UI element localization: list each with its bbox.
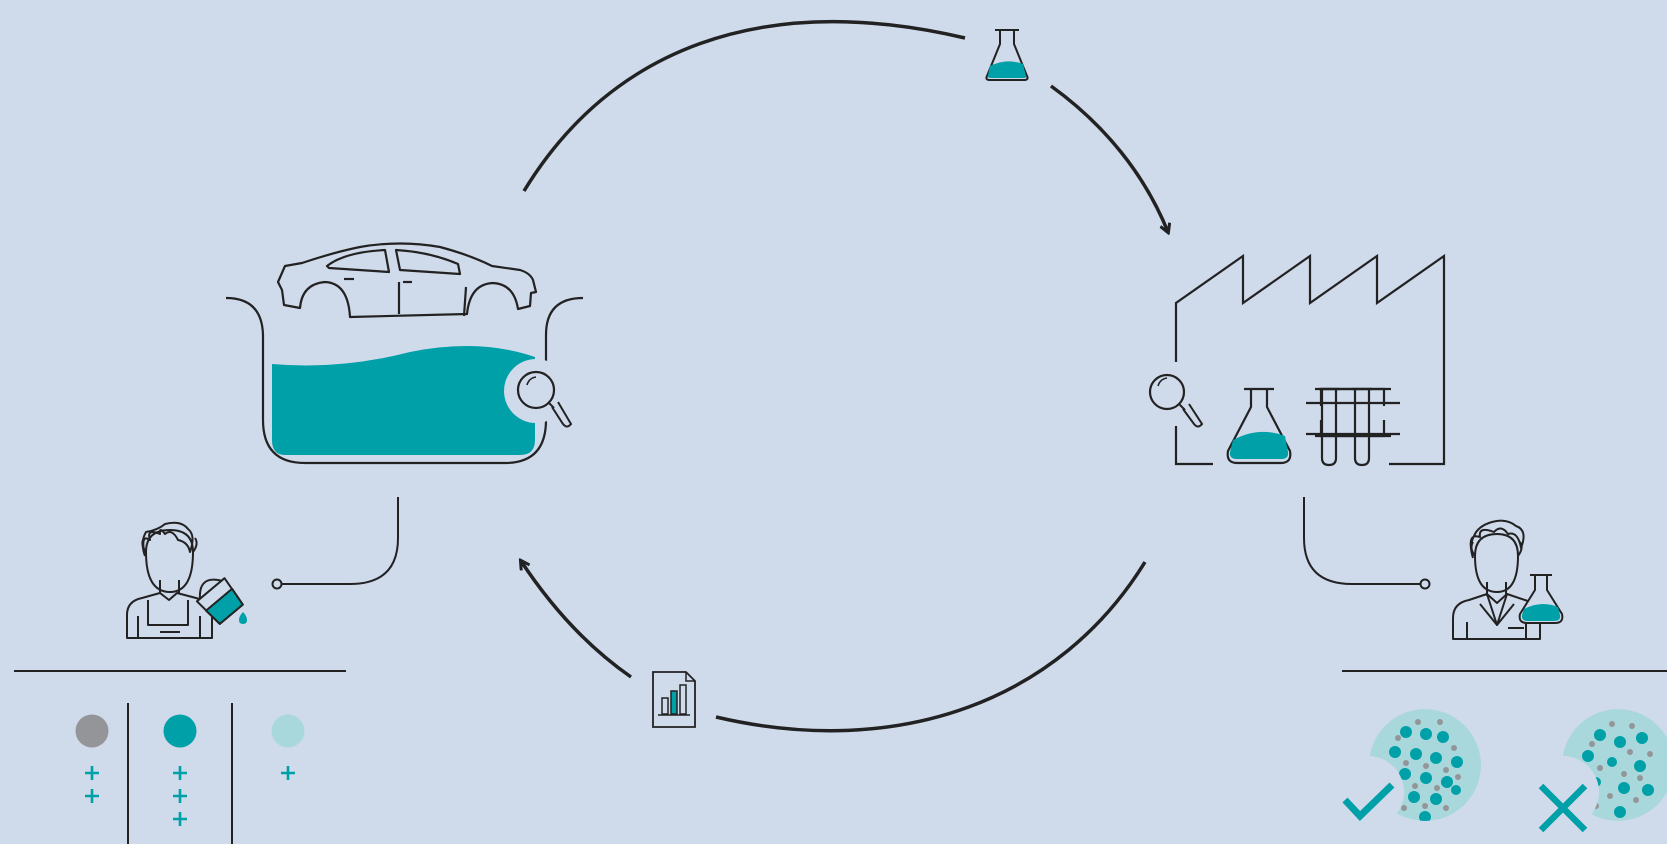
legend-dot <box>76 715 109 748</box>
plus-icon <box>173 812 187 826</box>
legend-dot <box>272 715 305 748</box>
plus-icon <box>85 789 99 803</box>
plus-icon <box>173 766 187 780</box>
plus-icon <box>173 789 187 803</box>
plus-icon <box>281 766 295 780</box>
car-body-icon <box>278 244 536 318</box>
legend <box>76 703 305 844</box>
result-pass <box>1332 709 1481 828</box>
result-fail <box>1527 709 1667 830</box>
flask-icon <box>986 30 1027 80</box>
arc-bottom-right <box>716 562 1145 731</box>
worker-with-bucket-icon <box>127 523 247 638</box>
report-chart-icon <box>653 672 695 727</box>
test-tubes-icon <box>1306 389 1400 465</box>
legend-column <box>164 715 197 827</box>
arc-bottom-left-arrow <box>521 561 631 677</box>
legend-dot <box>164 715 197 748</box>
magnifier-icon <box>1150 375 1202 427</box>
legend-column <box>272 715 305 781</box>
factory-icon <box>1176 256 1444 464</box>
arc-top-right-arrow <box>1051 86 1168 232</box>
plus-icon <box>85 766 99 780</box>
cycle-arrows <box>521 22 1168 731</box>
scientist-with-flask-icon <box>1453 521 1562 639</box>
connector-lines <box>273 497 1430 589</box>
arc-top-left <box>524 22 965 191</box>
legend-column <box>76 715 109 804</box>
flask-icon <box>1228 389 1291 463</box>
